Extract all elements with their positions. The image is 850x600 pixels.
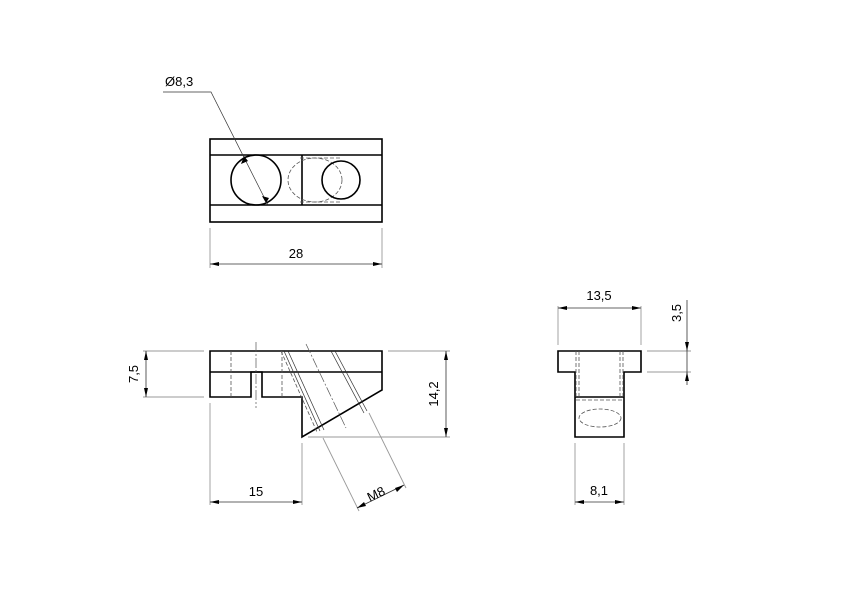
leader-arrow-icon: [241, 156, 248, 164]
arrow-icon: [373, 262, 382, 266]
thread-label-m8: M8: [365, 483, 388, 504]
thread-line: [283, 350, 321, 432]
front-view-outline: [209, 350, 383, 439]
arrow-icon: [293, 500, 302, 504]
width-label-15: 15: [249, 484, 263, 499]
diameter-label: Ø8,3: [165, 74, 193, 89]
through-hole-circle: [230, 154, 282, 206]
top-view: Ø8,3 28: [163, 74, 383, 268]
arrow-icon: [210, 262, 219, 266]
arrow-icon: [632, 306, 641, 310]
leader-arrow-icon: [262, 196, 269, 203]
arrow-icon: [685, 342, 689, 351]
extension-line: [368, 412, 407, 489]
front-view: 7,5 14,2 15 M8: [126, 342, 450, 512]
width-label-8-1: 8,1: [590, 483, 608, 498]
height-label-14-2: 14,2: [426, 381, 441, 406]
arrow-icon: [575, 500, 584, 504]
thread-hole-circle: [321, 160, 361, 200]
thread-line: [334, 350, 368, 412]
arrow-icon: [444, 351, 448, 360]
arrow-icon: [357, 502, 366, 508]
thread-line: [287, 350, 325, 431]
arrow-icon: [558, 306, 567, 310]
extension-line: [322, 437, 360, 512]
diameter-leader-line: [163, 91, 269, 206]
hidden-thread-ellipse: [287, 157, 343, 203]
height-label-3-5: 3,5: [669, 304, 684, 322]
top-view-outline: [209, 138, 383, 223]
thread-hidden-line: [280, 350, 318, 433]
height-label-7-5: 7,5: [126, 365, 141, 383]
arrow-icon: [395, 485, 404, 492]
arrow-icon: [685, 372, 689, 381]
thread-center-line: [305, 343, 347, 429]
hidden-thread-ellipse: [578, 408, 622, 428]
width-label-28: 28: [289, 246, 303, 261]
thread-line: [330, 350, 365, 414]
width-label-13-5: 13,5: [586, 288, 611, 303]
side-view-outline: [557, 350, 642, 438]
arrow-icon: [144, 388, 148, 397]
side-view: 13,5 3,5 8,1: [557, 288, 691, 505]
arrow-icon: [444, 428, 448, 437]
arrow-icon: [615, 500, 624, 504]
arrow-icon: [144, 351, 148, 360]
arrow-icon: [210, 500, 219, 504]
